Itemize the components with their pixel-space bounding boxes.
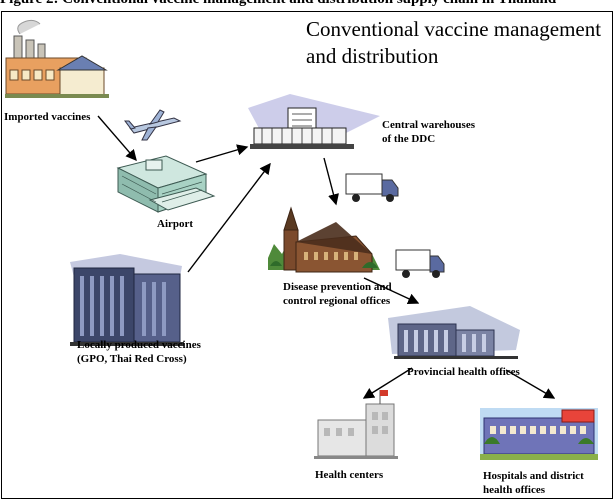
- hospital-building-icon: [480, 408, 598, 460]
- factory-icon: [5, 19, 109, 98]
- local-production-building-icon: [70, 254, 184, 346]
- label-airport: Airport: [157, 218, 194, 230]
- figure-caption: Figure 2: Conventional vaccine managemen…: [0, 0, 616, 9]
- label-hospitals: Hospitals and district health offices: [483, 470, 584, 496]
- central-warehouse-icon: [248, 94, 380, 149]
- label-central-warehouses: Central warehouses of the DDC: [382, 119, 475, 145]
- diagram-frame: [1, 11, 613, 499]
- arrow-imported-to-airport: [97, 115, 137, 162]
- arrow-airport-to-central: [195, 144, 249, 163]
- arrow-central-to-regional: [323, 157, 339, 206]
- label-imported-vaccines: Imported vaccines: [4, 111, 91, 123]
- label-health-centers: Health centers: [315, 469, 384, 481]
- arrow-provincial-to-hospitals: [505, 369, 556, 399]
- arrow-provincial-to-health-centers: [362, 367, 413, 399]
- delivery-truck-icon: [345, 173, 399, 202]
- airport-building-icon: [116, 155, 216, 213]
- label-regional-offices: Disease prevention and control regional …: [283, 281, 392, 307]
- arrow-local-to-central: [187, 162, 271, 273]
- arrow-regional-to-provincial: [363, 277, 420, 304]
- label-provincial-health-offices: Provincial health offices: [407, 366, 520, 378]
- airplane-icon: [124, 109, 182, 141]
- label-locally-produced-vaccines: Locally produced vaccines (GPO, Thai Red…: [77, 339, 201, 365]
- diagram-title: Conventional vaccine management and dist…: [306, 17, 602, 68]
- regional-office-building-icon: [268, 206, 380, 273]
- health-center-building-icon: [314, 390, 398, 459]
- delivery-truck-icon: [395, 249, 445, 278]
- provincial-office-building-icon: [388, 306, 520, 359]
